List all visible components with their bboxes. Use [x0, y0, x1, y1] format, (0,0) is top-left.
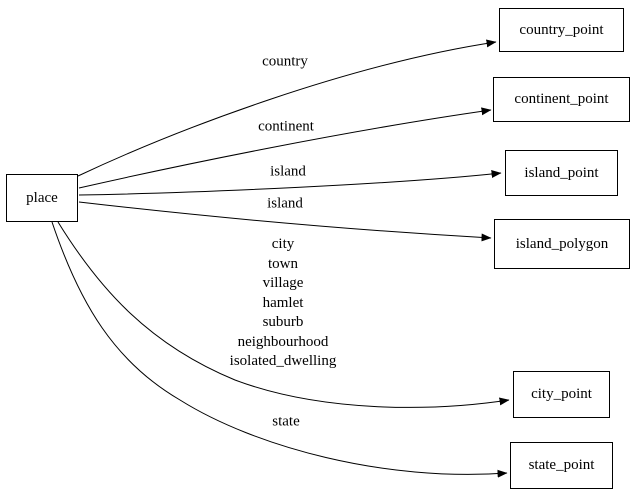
edge-place-state-point: [51, 221, 508, 478]
edge-label-neighbourhood: neighbourhood: [237, 333, 329, 350]
edge-label-island-to-point: island: [270, 163, 306, 180]
edge-place-country-point: [77, 39, 497, 177]
edge-label-town: town: [268, 255, 298, 272]
node-island-polygon: island_polygon: [494, 219, 630, 269]
edge-place-island-point: [78, 170, 502, 196]
node-state-point-label: state_point: [528, 457, 595, 473]
edge-place-island-polygon: [78, 201, 492, 242]
node-city-point: city_point: [513, 371, 610, 418]
edge-place-continent-point: [78, 107, 492, 189]
node-state-point: state_point: [510, 442, 613, 489]
edge-label-island-to-polygon: island: [267, 195, 303, 212]
edge-label-suburb: suburb: [262, 313, 304, 330]
edge-label-hamlet: hamlet: [262, 294, 304, 311]
node-city-point-label: city_point: [531, 386, 592, 402]
node-country-point: country_point: [499, 8, 624, 52]
edge-label-continent: continent: [258, 118, 314, 135]
node-place-label: place: [26, 189, 58, 206]
node-continent-point-label: continent_point: [514, 91, 609, 107]
edge-label-state: state: [272, 413, 300, 430]
edge-label-isolated-dwelling: isolated_dwelling: [229, 352, 337, 369]
edge-place-city-point: [57, 221, 510, 408]
node-island-polygon-label: island_polygon: [515, 235, 609, 252]
node-island-point: island_point: [505, 150, 618, 196]
node-place: place: [6, 174, 78, 222]
node-island-point-label: island_point: [524, 164, 599, 181]
edge-label-city: city: [271, 235, 295, 252]
edge-label-city-group: city town village hamlet suburb neighbou…: [230, 235, 337, 372]
node-continent-point: continent_point: [493, 77, 630, 122]
edge-label-country: country: [262, 53, 308, 70]
edge-label-village: village: [262, 274, 304, 291]
node-country-point-label: country_point: [519, 21, 604, 38]
